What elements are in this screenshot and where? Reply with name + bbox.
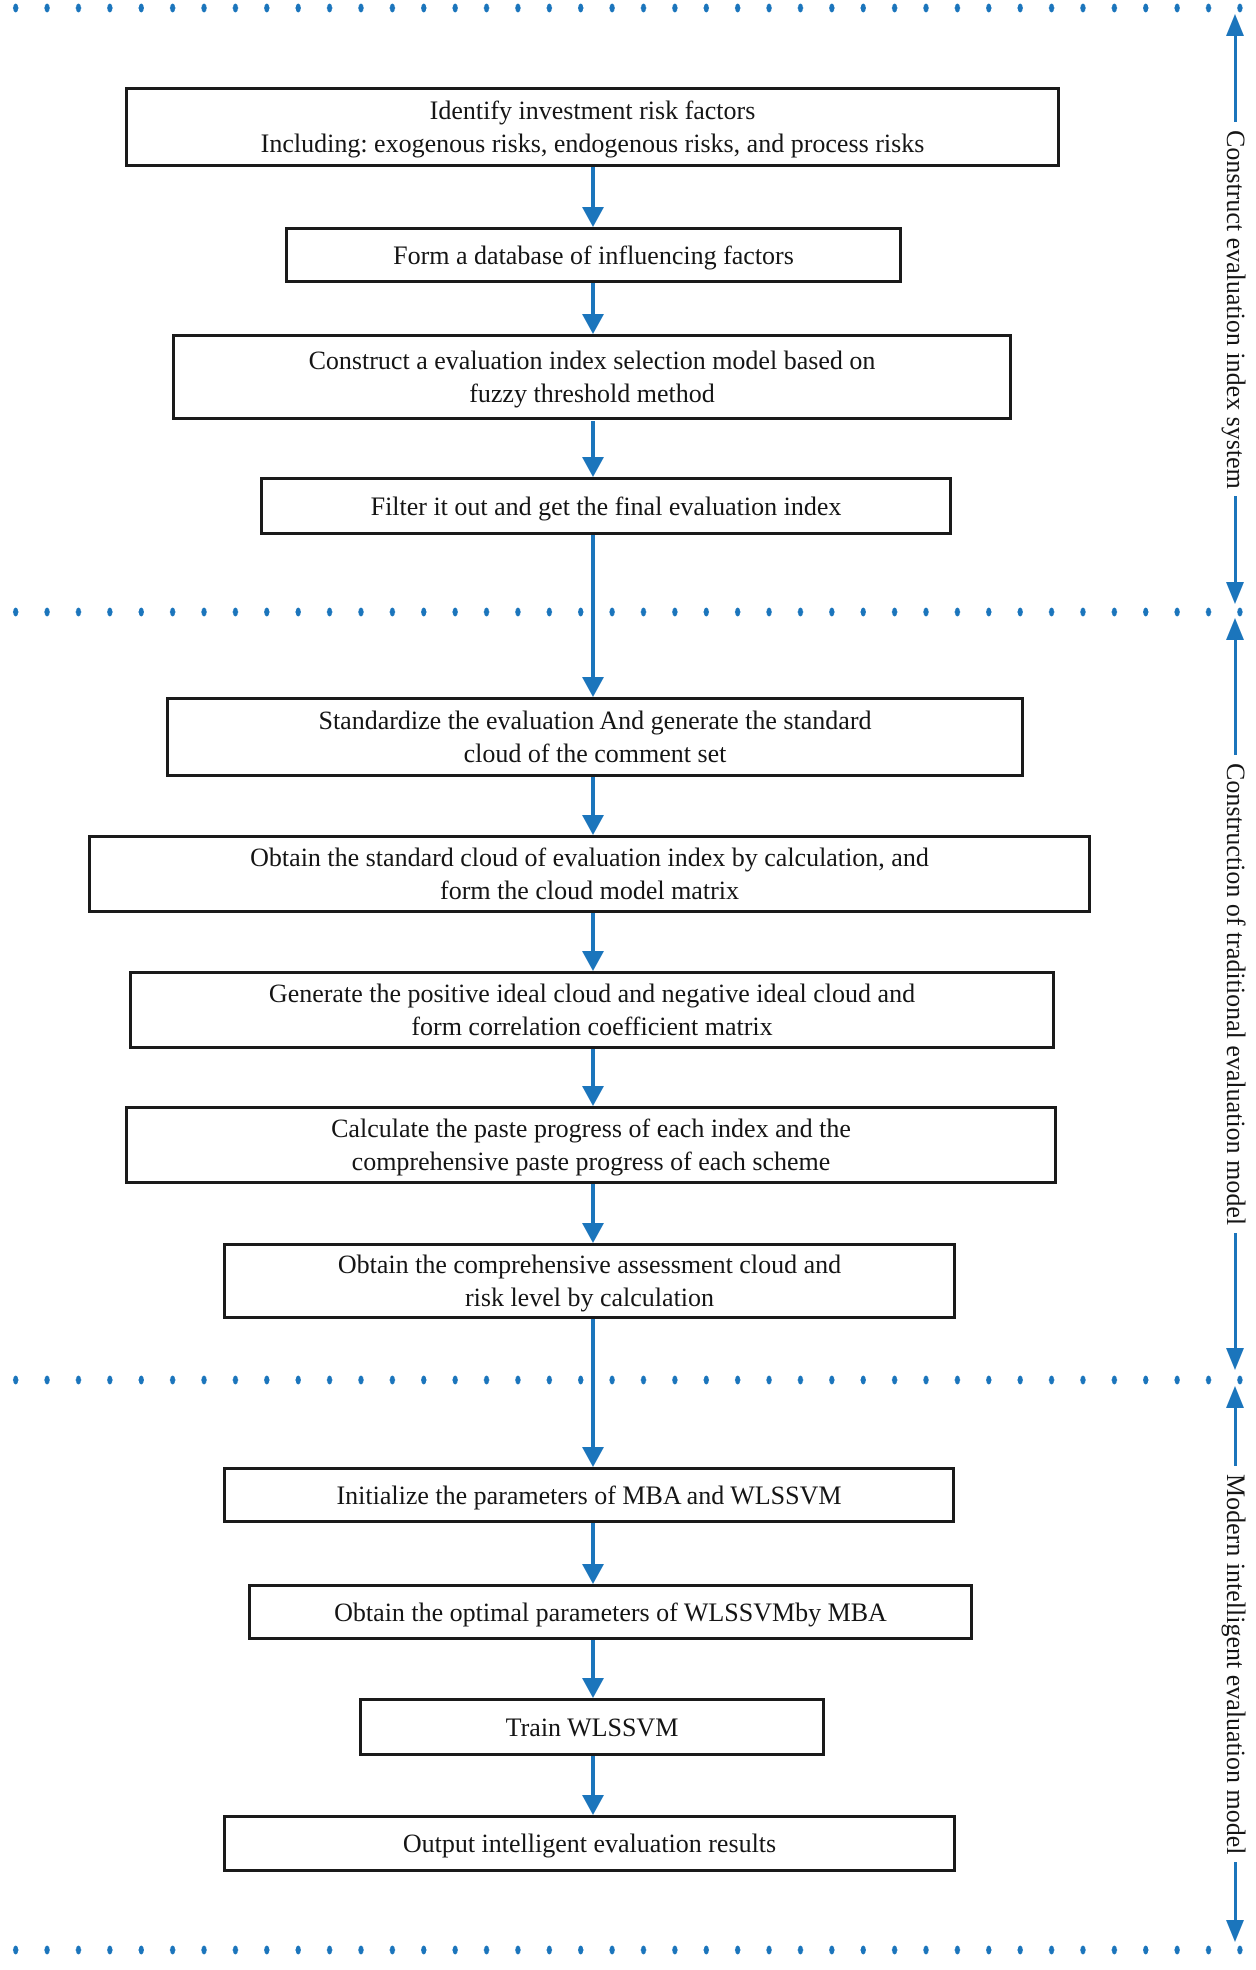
- flow-step-label-11: Obtain the optimal parameters of WLSSVMb…: [334, 1597, 887, 1627]
- arrow-line: [591, 1523, 595, 1564]
- arrow-up-icon: [1226, 14, 1244, 36]
- arrow-down-icon: [582, 1086, 604, 1106]
- flow-arrow-2: [582, 283, 604, 334]
- arrow-up-icon: [1226, 618, 1244, 640]
- dotted-separator-top: [0, 2, 1256, 14]
- bracket-line: [1233, 36, 1237, 122]
- arrow-down-icon: [582, 951, 604, 971]
- flow-step-box-6: Obtain the standard cloud of evaluation …: [88, 835, 1091, 913]
- bracket-line: [1233, 640, 1237, 755]
- section-bracket-1: Construct evaluation index system: [1218, 14, 1252, 605]
- flow-step-label-12: Train WLSSVM: [505, 1712, 679, 1742]
- flow-arrow-4: [582, 535, 604, 697]
- section-bracket-2: Construction of traditional evaluation m…: [1218, 618, 1252, 1370]
- flow-step-box-3: Construct a evaluation index selection m…: [172, 334, 1012, 420]
- flow-arrow-5: [582, 777, 604, 835]
- flow-step-label-1: Identify investment risk factors Includi…: [260, 96, 925, 158]
- arrow-down-icon: [1226, 1920, 1244, 1942]
- flow-arrow-6: [582, 913, 604, 971]
- arrow-line: [591, 535, 595, 677]
- arrow-down-icon: [582, 1795, 604, 1815]
- flow-step-label-13: Output intelligent evaluation results: [402, 1829, 777, 1858]
- flow-step-box-1: Identify investment risk factors Includi…: [125, 87, 1060, 167]
- section-title-1: Construct evaluation index system: [1221, 129, 1250, 489]
- flow-step-label-8: Calculate the paste progress of each ind…: [331, 1114, 851, 1176]
- flow-step-label-2: Form a database of influencing factors: [393, 240, 794, 270]
- arrow-up-icon: [1226, 1386, 1244, 1408]
- section-title-2: Construction of traditional evaluation m…: [1221, 762, 1250, 1226]
- flow-arrow-1: [582, 167, 604, 227]
- bracket-line: [1233, 1233, 1237, 1348]
- arrow-line: [591, 1184, 595, 1223]
- arrow-down-icon: [582, 1223, 604, 1243]
- dotted-separator-1: [0, 606, 1256, 618]
- flow-step-box-4: Filter it out and get the final evaluati…: [260, 477, 952, 535]
- flow-arrow-9: [582, 1319, 604, 1467]
- arrow-down-icon: [582, 815, 604, 835]
- flow-arrow-3: [582, 421, 604, 477]
- arrow-down-icon: [582, 1564, 604, 1584]
- arrow-line: [591, 167, 595, 207]
- flow-step-box-7: Generate the positive ideal cloud and ne…: [129, 971, 1055, 1049]
- arrow-line: [591, 1640, 595, 1678]
- bracket-line: [1233, 496, 1237, 583]
- arrow-down-icon: [1226, 1348, 1244, 1370]
- flow-step-box-11: Obtain the optimal parameters of WLSSVMb…: [248, 1584, 973, 1640]
- section-title-3: Modern intelligent evaluation model: [1221, 1473, 1250, 1855]
- flow-step-box-2: Form a database of influencing factors: [285, 227, 902, 283]
- section-bracket-3: Modern intelligent evaluation model: [1218, 1386, 1252, 1942]
- flow-step-label-5: Standardize the evaluation And generate …: [318, 706, 872, 768]
- flow-step-label-6: Obtain the standard cloud of evaluation …: [250, 843, 929, 905]
- flow-step-label-10: Initialize the parameters of MBA and WLS…: [336, 1480, 842, 1510]
- flow-step-label-3: Construct a evaluation index selection m…: [308, 346, 876, 408]
- flow-step-box-5: Standardize the evaluation And generate …: [166, 697, 1024, 777]
- arrow-down-icon: [582, 677, 604, 697]
- arrow-down-icon: [1226, 582, 1244, 605]
- flow-arrow-7: [582, 1049, 604, 1106]
- arrow-down-icon: [582, 1447, 604, 1467]
- bracket-line: [1233, 1862, 1237, 1920]
- flow-arrow-11: [582, 1640, 604, 1698]
- flow-step-label-9: Obtain the comprehensive assessment clou…: [337, 1250, 842, 1312]
- arrow-line: [591, 421, 595, 457]
- dotted-separator-bottom: [0, 1944, 1256, 1956]
- flow-arrow-8: [582, 1184, 604, 1243]
- arrow-line: [591, 1319, 595, 1447]
- flow-step-label-7: Generate the positive ideal cloud and ne…: [268, 979, 916, 1041]
- arrow-down-icon: [582, 457, 604, 477]
- flow-step-box-10: Initialize the parameters of MBA and WLS…: [223, 1467, 955, 1523]
- flow-step-box-13: Output intelligent evaluation results: [223, 1815, 956, 1872]
- arrow-line: [591, 1049, 595, 1086]
- flow-step-label-4: Filter it out and get the final evaluati…: [370, 491, 842, 521]
- flow-arrow-10: [582, 1523, 604, 1584]
- arrow-down-icon: [582, 314, 604, 334]
- dotted-separator-2: [0, 1374, 1256, 1386]
- arrow-line: [591, 913, 595, 951]
- arrow-down-icon: [582, 207, 604, 227]
- flow-step-box-9: Obtain the comprehensive assessment clou…: [223, 1243, 956, 1319]
- arrow-line: [591, 1756, 595, 1795]
- flow-step-box-12: Train WLSSVM: [359, 1698, 825, 1756]
- bracket-line: [1233, 1408, 1237, 1466]
- arrow-line: [591, 283, 595, 314]
- flow-arrow-12: [582, 1756, 604, 1815]
- arrow-line: [591, 777, 595, 815]
- flow-step-box-8: Calculate the paste progress of each ind…: [125, 1106, 1057, 1184]
- arrow-down-icon: [582, 1678, 604, 1698]
